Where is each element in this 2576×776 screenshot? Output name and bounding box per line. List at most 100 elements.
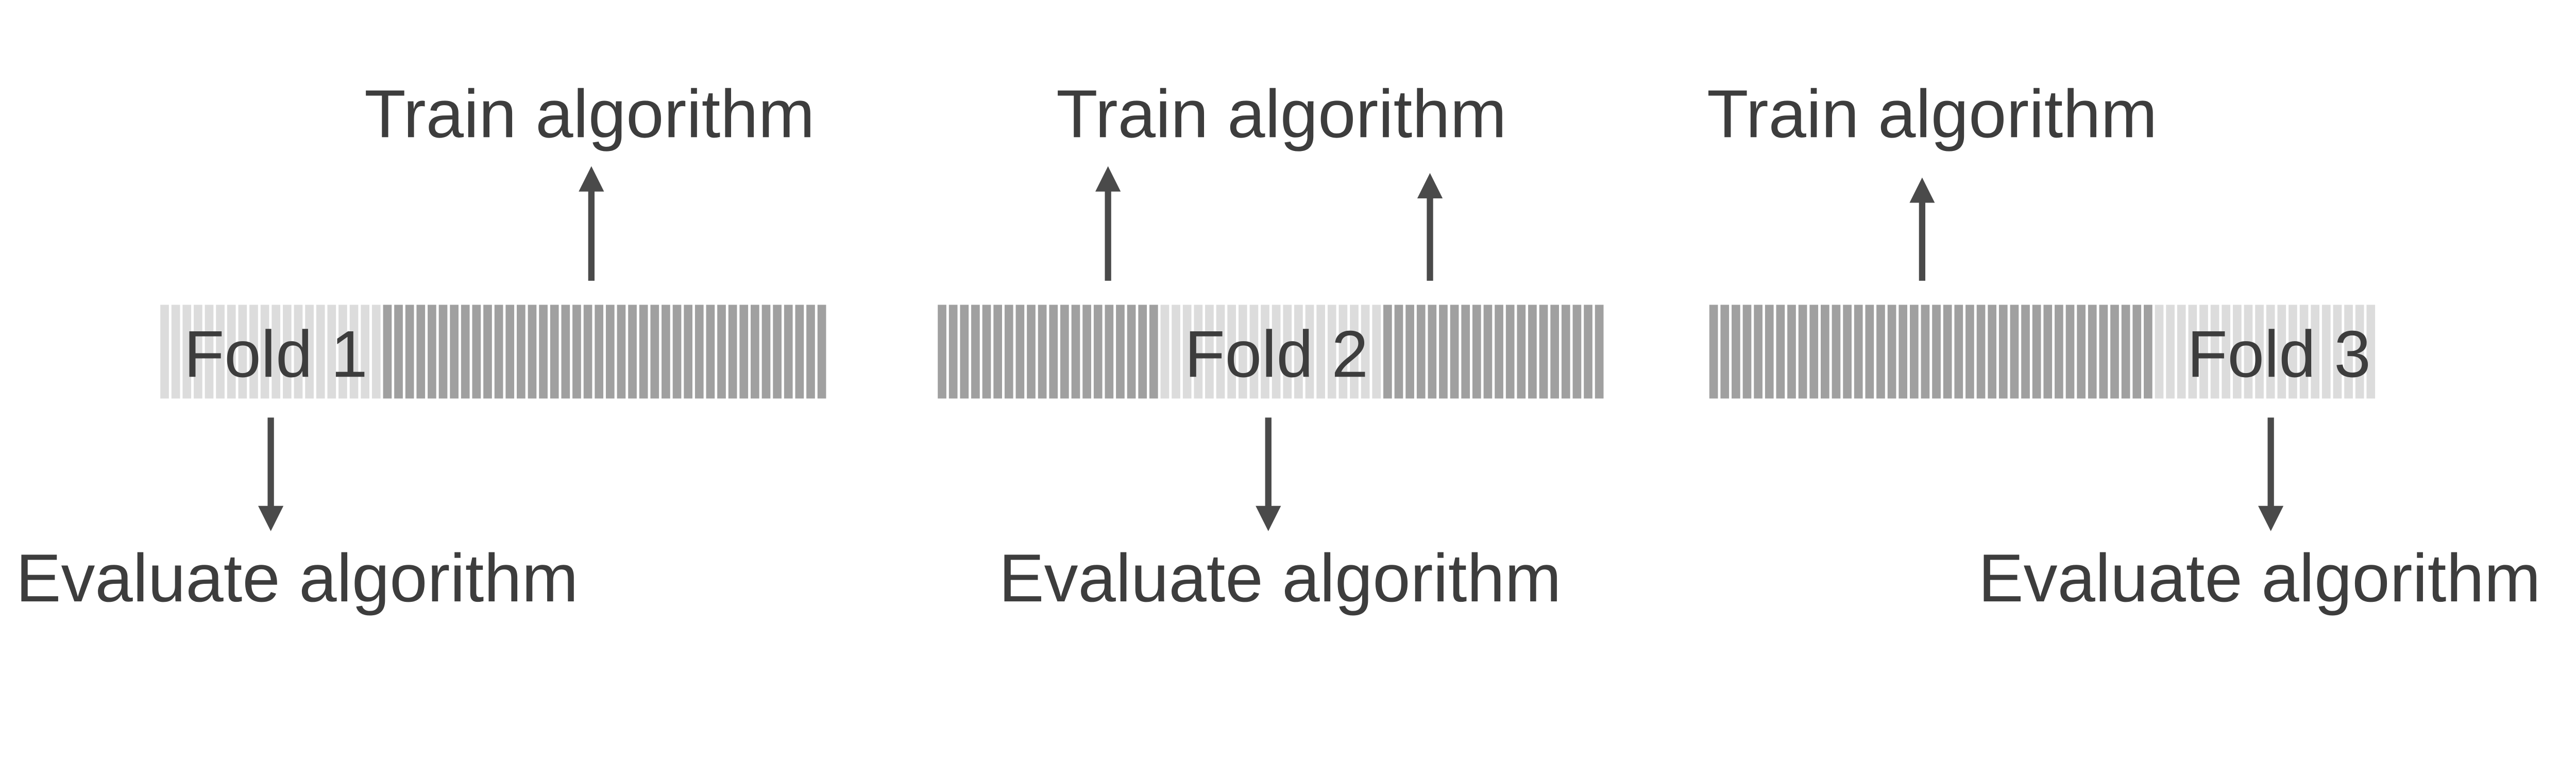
data-stripe — [806, 305, 815, 399]
data-stripe — [1843, 305, 1852, 399]
data-stripe — [1720, 305, 1730, 399]
data-stripe — [1272, 305, 1281, 399]
data-stripe — [194, 305, 202, 399]
data-stripe — [2077, 305, 2086, 399]
train-label: Train algorithm — [1707, 76, 2157, 151]
data-stripe — [2289, 305, 2297, 399]
data-stripe — [238, 305, 247, 399]
data-stripe — [1976, 305, 1986, 399]
data-stripe — [617, 305, 626, 399]
train-fold-segment — [605, 305, 826, 399]
data-stripe — [1921, 305, 1930, 399]
data-stripe — [1595, 305, 1604, 399]
data-stripe — [2188, 305, 2197, 399]
data-stripe — [1116, 305, 1125, 399]
data-stripe — [1093, 305, 1103, 399]
data-stripe — [993, 305, 1002, 399]
data-stripe — [494, 305, 503, 399]
data-stripe — [1832, 305, 1841, 399]
data-stripe — [2166, 305, 2175, 399]
data-stripe — [639, 305, 648, 399]
data-stripe — [1899, 305, 1908, 399]
data-stripe — [1754, 305, 1762, 399]
data-stripe — [1865, 305, 1874, 399]
data-stripe — [282, 305, 292, 399]
data-stripe — [1338, 305, 1348, 399]
data-stripe — [1182, 305, 1192, 399]
data-stripe — [1517, 305, 1526, 399]
data-stripe — [338, 305, 347, 399]
panel-fold-2: Fold 2 Train algorithm Evaluate algorith… — [938, 76, 1604, 616]
data-stripe — [2321, 305, 2331, 399]
data-stripe — [171, 305, 180, 399]
data-stripe — [2311, 305, 2320, 399]
data-stripe — [1528, 305, 1537, 399]
data-stripe — [1238, 305, 1247, 399]
data-stripe — [1765, 305, 1774, 399]
data-stripe — [2110, 305, 2119, 399]
data-stripe — [1372, 305, 1381, 399]
data-stripe — [182, 305, 192, 399]
data-stripe — [2299, 305, 2309, 399]
data-stripe — [227, 305, 236, 399]
data-stripe — [1038, 305, 1047, 399]
data-stripe — [327, 305, 336, 399]
data-stripe — [2210, 305, 2219, 399]
data-stripe — [1327, 305, 1336, 399]
data-stripe — [349, 305, 359, 399]
data-stripe — [1483, 305, 1493, 399]
data-stripe — [1776, 305, 1785, 399]
data-stripe — [971, 305, 980, 399]
data-stripe — [2021, 305, 2030, 399]
data-stripe — [1472, 305, 1481, 399]
data-stripe — [1584, 305, 1592, 399]
evaluate-label: Evaluate algorithm — [1978, 540, 2541, 616]
data-stripe — [505, 305, 515, 399]
data-stripe — [1954, 305, 1963, 399]
data-stripe — [960, 305, 969, 399]
data-stripe — [948, 305, 958, 399]
data-stripe — [1394, 305, 1403, 399]
data-stripe — [2065, 305, 2075, 399]
data-stripe — [1428, 305, 1437, 399]
evaluate-label: Evaluate algorithm — [16, 540, 579, 616]
data-stripe — [1227, 305, 1236, 399]
data-stripe — [1505, 305, 1515, 399]
data-stripe — [305, 305, 314, 399]
fold-label: Fold 3 — [2187, 317, 2371, 391]
data-stripe — [1172, 305, 1180, 399]
data-stripe — [2121, 305, 2130, 399]
data-stripe — [739, 305, 749, 399]
data-stripe — [2344, 305, 2353, 399]
data-stripe — [662, 305, 670, 399]
data-stripe — [1261, 305, 1269, 399]
data-stripe — [706, 305, 715, 399]
data-stripe — [938, 305, 946, 399]
train-label: Train algorithm — [364, 76, 815, 151]
data-stripe — [383, 305, 392, 399]
test-fold-segment — [160, 305, 381, 399]
data-stripe — [539, 305, 548, 399]
data-stripe — [260, 305, 269, 399]
data-stripe — [1932, 305, 1941, 399]
data-stripe — [628, 305, 637, 399]
data-stripe — [1943, 305, 1952, 399]
data-stripe — [1138, 305, 1147, 399]
data-stripe — [2155, 305, 2164, 399]
test-fold-segment — [2155, 305, 2376, 399]
data-stripe — [416, 305, 426, 399]
data-stripe — [1149, 305, 1158, 399]
data-stripe — [483, 305, 492, 399]
data-stripe — [1572, 305, 1582, 399]
data-stripe — [1205, 305, 1214, 399]
data-stripe — [717, 305, 726, 399]
data-stripe — [1405, 305, 1414, 399]
data-stripe — [1539, 305, 1548, 399]
data-stripe — [1049, 305, 1058, 399]
data-stripe — [2244, 305, 2253, 399]
data-stripe — [1004, 305, 1013, 399]
data-stripe — [1798, 305, 1807, 399]
data-stripe — [1015, 305, 1025, 399]
data-stripe — [2043, 305, 2053, 399]
data-stripe — [316, 305, 325, 399]
